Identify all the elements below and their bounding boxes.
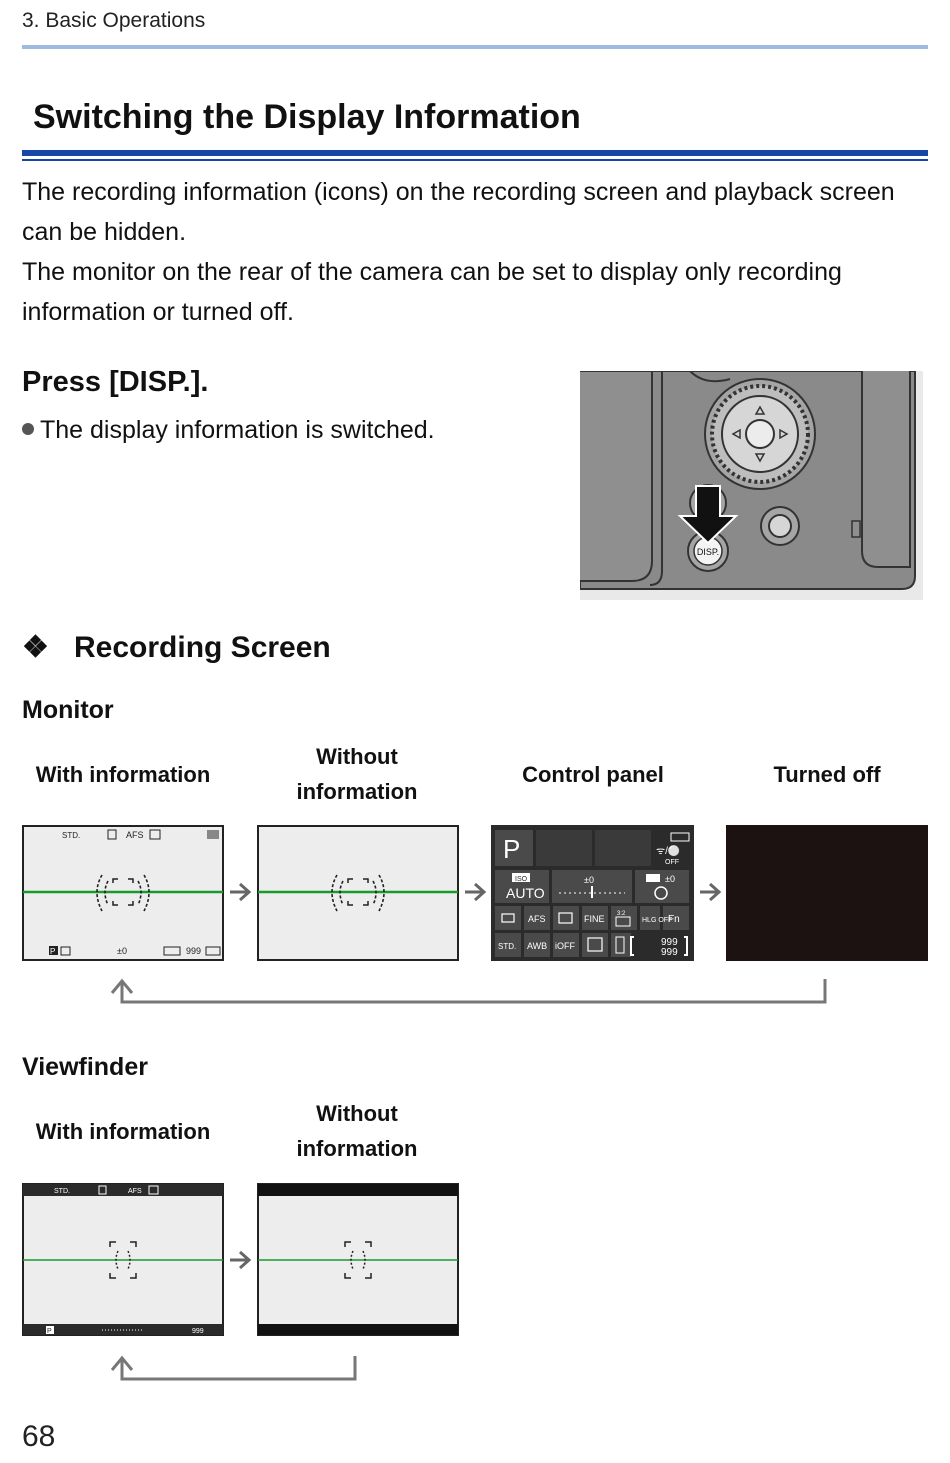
arrow-right-icon	[230, 1250, 252, 1270]
vf-mode-text: P	[47, 1328, 52, 1335]
intro-paragraph-1: The recording information (icons) on the…	[22, 178, 895, 246]
caption-vf-without-info: Without information	[296, 1101, 418, 1161]
loop-arrow-icon	[110, 978, 827, 1004]
section-heading-text: Recording Screen	[74, 631, 331, 664]
cp-flash-text: ±0	[665, 874, 675, 884]
cp-wifi-text: OFF	[665, 859, 679, 866]
mode-p-text: P	[50, 947, 55, 956]
cp-af-text: AFS	[528, 914, 546, 924]
svg-text:ᯤ/⚪: ᯤ/⚪	[656, 844, 680, 857]
page-title: Switching the Display Information	[33, 98, 581, 136]
shots-count-text: 999	[186, 946, 201, 956]
monitor-screen-without-info	[257, 825, 459, 961]
cp-iso-label: ISO	[515, 876, 528, 883]
vf-style-text: STD.	[54, 1188, 70, 1195]
cp-iso-value: AUTO	[506, 885, 545, 901]
section-heading: ❖ Recording Screen	[22, 630, 331, 665]
monitor-label: Monitor	[22, 696, 114, 724]
breadcrumb: 3. Basic Operations	[22, 9, 206, 32]
cp-style-text: STD.	[498, 942, 516, 951]
monitor-screen-with-info: STD. AFS P ±0 999	[22, 825, 224, 961]
step-bullet: The display information is switched.	[22, 416, 435, 445]
caption-vf-with-info: With information	[35, 1119, 211, 1144]
step-bullet-text: The display information is switched.	[40, 416, 435, 444]
viewfinder-label: Viewfinder	[22, 1053, 148, 1081]
caption-control-panel: Control panel	[522, 762, 664, 787]
arrow-right-icon	[700, 882, 722, 902]
cp-mode-text: P	[503, 834, 520, 864]
viewfinder-screen-without-info	[257, 1183, 459, 1336]
cp-count-1: 999	[661, 937, 678, 948]
loop-arrow-icon	[110, 1355, 357, 1381]
disp-button-label: DISP.	[697, 547, 719, 557]
monitor-control-panel: P ᯤ/⚪ OFF ISO AUTO ±0 ±0 AFS FINE 3:2 HL…	[491, 825, 694, 961]
step-instruction: Press [DISP.].	[22, 366, 209, 398]
disp-button: DISP.	[687, 530, 729, 572]
title-rule-thick	[22, 150, 928, 156]
af-area-icon	[96, 874, 150, 912]
cp-exposure-text: ±0	[584, 875, 594, 885]
caption-without-info: Without information	[296, 744, 418, 804]
bullet-dot-icon	[22, 423, 34, 436]
camera-rear-illustration: DISP.	[580, 371, 923, 600]
intro-paragraph-2: The monitor on the rear of the camera ca…	[22, 258, 842, 326]
arrow-right-icon	[465, 882, 487, 902]
af-area-icon	[344, 1241, 372, 1279]
arrow-right-icon	[230, 882, 252, 902]
caption-turned-off: Turned off	[773, 762, 881, 787]
cp-count-2: 999	[661, 947, 678, 958]
cp-iauto-text: iOFF	[555, 941, 575, 951]
af-area-icon	[109, 1241, 137, 1279]
cp-wb-text: AWB	[527, 941, 547, 951]
af-area-icon	[331, 874, 385, 912]
caption-with-info: With information	[35, 762, 211, 787]
viewfinder-screen-with-info: STD. AFS P 999	[22, 1183, 224, 1336]
diamond-cluster-icon: ❖	[22, 631, 49, 664]
vf-af-text: AFS	[128, 1188, 142, 1195]
cp-quality-text: FINE	[584, 914, 605, 924]
cp-fn-text: Fn	[668, 914, 680, 925]
vf-count-text: 999	[192, 1328, 204, 1335]
title-rule-thin	[22, 159, 928, 161]
photo-style-icon: STD.	[62, 831, 80, 840]
control-dial-icon	[704, 378, 816, 490]
exposure-text: ±0	[117, 946, 127, 956]
header-rule	[22, 45, 928, 49]
press-arrow-icon	[677, 485, 739, 545]
cp-hlg-text: HLG OFF	[642, 917, 672, 924]
cp-aspect-text: 3:2	[617, 911, 626, 917]
af-mode-text: AFS	[126, 830, 144, 840]
page-number: 68	[22, 1420, 56, 1453]
monitor-screen-off	[726, 825, 928, 961]
